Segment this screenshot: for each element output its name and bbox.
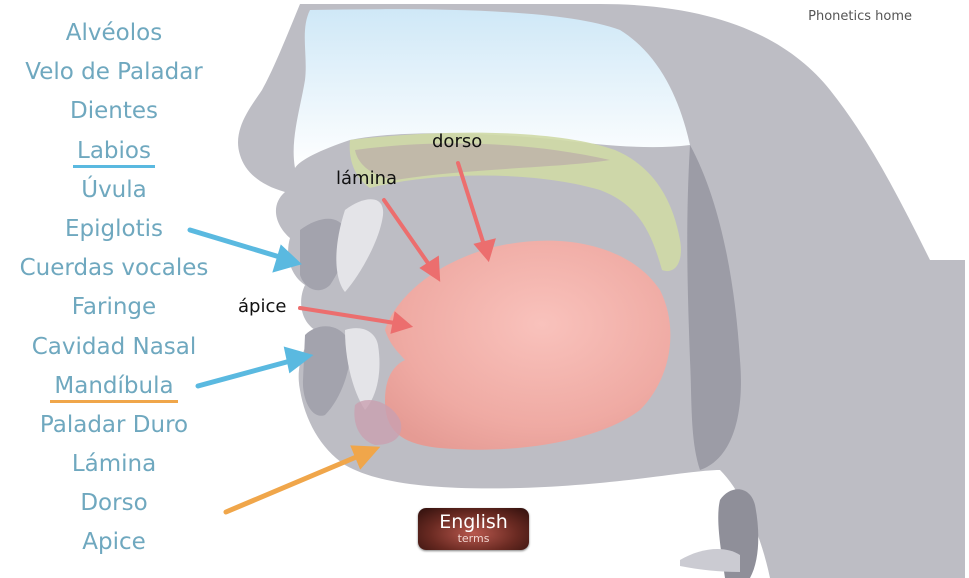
lower-teeth-shape bbox=[345, 328, 380, 410]
term-uvula[interactable]: Úvula bbox=[0, 171, 228, 210]
term-cuerdas-vocales-label: Cuerdas vocales bbox=[19, 255, 209, 282]
orange-arrow-apice bbox=[223, 445, 381, 515]
upper-teeth-shape bbox=[336, 199, 384, 292]
red-arrow-apice bbox=[298, 306, 414, 334]
term-apice-label: Apice bbox=[82, 529, 146, 556]
term-faringe[interactable]: Faringe bbox=[0, 288, 228, 327]
blue-arrow-mandibula bbox=[195, 346, 314, 389]
term-paladar-duro[interactable]: Paladar Duro bbox=[0, 406, 228, 445]
term-dientes-label: Dientes bbox=[70, 98, 158, 125]
term-alveolos-label: Alvéolos bbox=[65, 20, 163, 46]
red-arrow-dorso bbox=[456, 161, 496, 263]
term-epiglotis-label: Epiglotis bbox=[65, 215, 163, 242]
term-apice[interactable]: Apice bbox=[0, 523, 228, 562]
term-paladar-duro-label: Paladar Duro bbox=[39, 411, 189, 438]
diagram-label-lamina: lámina bbox=[336, 168, 398, 189]
tongue-shape bbox=[385, 240, 671, 450]
diagram-label-apice: ápice bbox=[238, 296, 287, 317]
mouth-floor-shape bbox=[354, 400, 402, 445]
english-terms-button-sublabel: terms bbox=[457, 532, 490, 545]
nasal-cavity-area bbox=[293, 9, 690, 169]
term-epiglotis[interactable]: Epiglotis bbox=[0, 210, 228, 249]
term-lamina-label: Lámina bbox=[71, 451, 157, 478]
term-dorso-label: Dorso bbox=[80, 490, 148, 517]
velum-shape bbox=[355, 143, 610, 180]
upper-lip-shape bbox=[300, 218, 347, 291]
phonetics-home-link[interactable]: Phonetics home bbox=[808, 9, 912, 24]
pharynx-shape bbox=[687, 145, 741, 470]
term-velo-de-paladar-label: Velo de Paladar bbox=[25, 59, 203, 86]
term-uvula-label: Úvula bbox=[81, 176, 147, 203]
english-terms-button[interactable]: English terms bbox=[418, 508, 529, 550]
term-labios-label: Labios bbox=[73, 132, 155, 171]
term-cuerdas-vocales[interactable]: Cuerdas vocales bbox=[0, 249, 228, 288]
term-mandibula-label: Mandíbula bbox=[50, 367, 178, 406]
diagram-label-dorso: dorso bbox=[432, 131, 483, 152]
term-dorso[interactable]: Dorso bbox=[0, 484, 228, 523]
red-arrow-lamina bbox=[382, 198, 441, 282]
anatomy-term-list: Alvéolos Velo de Paladar Dientes Labios … bbox=[0, 14, 228, 563]
term-lamina[interactable]: Lámina bbox=[0, 445, 228, 484]
lower-lip-shape bbox=[302, 326, 351, 416]
term-mandibula[interactable]: Mandíbula bbox=[0, 367, 228, 406]
term-dientes[interactable]: Dientes bbox=[0, 92, 228, 131]
term-velo-de-paladar[interactable]: Velo de Paladar bbox=[0, 53, 228, 92]
term-cavidad-nasal-label: Cavidad Nasal bbox=[31, 333, 197, 360]
term-faringe-label: Faringe bbox=[71, 294, 157, 321]
term-cavidad-nasal[interactable]: Cavidad Nasal bbox=[0, 328, 228, 367]
larynx-shape bbox=[680, 548, 740, 572]
blue-arrow-labios bbox=[187, 227, 302, 273]
english-terms-button-label: English bbox=[439, 511, 508, 533]
term-labios[interactable]: Labios bbox=[0, 132, 228, 171]
term-alveolos[interactable]: Alvéolos bbox=[0, 14, 228, 53]
